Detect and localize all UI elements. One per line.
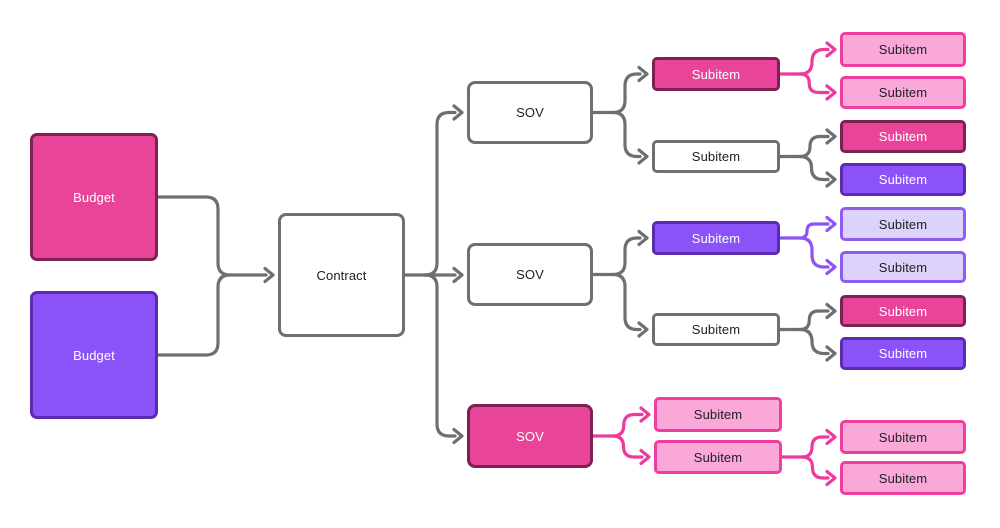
node-subitem-f[interactable]: Subitem bbox=[654, 440, 782, 474]
connector-path bbox=[798, 222, 830, 240]
node-label: Subitem bbox=[878, 42, 928, 57]
node-label: Subitem bbox=[878, 216, 928, 232]
node-subitem-d[interactable]: Subitem bbox=[652, 313, 780, 346]
connector-path bbox=[611, 272, 642, 332]
connector-path bbox=[825, 302, 837, 320]
node-label: Contract bbox=[316, 267, 367, 283]
connector-path bbox=[825, 171, 837, 188]
node-subitem-c[interactable]: Subitem bbox=[652, 221, 780, 255]
connector-path bbox=[423, 273, 457, 438]
node-subitem-a[interactable]: Subitem bbox=[652, 57, 780, 91]
node-leaf-7[interactable]: Subitem bbox=[840, 295, 966, 327]
connector-path bbox=[825, 428, 837, 446]
node-label: Subitem bbox=[878, 303, 928, 319]
node-sov-2[interactable]: SOV bbox=[467, 243, 593, 306]
connector-path bbox=[825, 128, 837, 145]
connector-path bbox=[263, 266, 275, 284]
connector-path bbox=[800, 435, 830, 459]
node-label: Subitem bbox=[691, 149, 741, 164]
node-leaf-10[interactable]: Subitem bbox=[840, 461, 966, 495]
node-label: Subitem bbox=[878, 346, 928, 361]
node-leaf-4[interactable]: Subitem bbox=[840, 163, 966, 196]
connector-path bbox=[452, 104, 464, 121]
connector-path bbox=[452, 266, 464, 284]
connector-path bbox=[798, 72, 830, 95]
node-budget-purple[interactable]: Budget bbox=[30, 291, 158, 419]
node-label: Budget bbox=[73, 189, 115, 205]
connector-path bbox=[798, 309, 830, 332]
connector-path bbox=[611, 110, 642, 159]
node-label: Budget bbox=[73, 347, 115, 363]
node-label: SOV bbox=[516, 267, 544, 282]
node-label: Subitem bbox=[878, 172, 928, 187]
connector-path bbox=[798, 134, 830, 159]
node-leaf-1[interactable]: Subitem bbox=[840, 32, 966, 67]
node-label: Subitem bbox=[691, 230, 741, 246]
connector-path bbox=[825, 258, 837, 276]
node-label: Subitem bbox=[878, 85, 928, 100]
connector-path bbox=[798, 154, 830, 182]
connector-path bbox=[825, 345, 837, 362]
connector-path bbox=[611, 434, 644, 459]
node-leaf-9[interactable]: Subitem bbox=[840, 420, 966, 454]
connector-path bbox=[637, 321, 649, 338]
node-sov-1[interactable]: SOV bbox=[467, 81, 593, 144]
connector-path bbox=[423, 110, 457, 277]
node-label: Subitem bbox=[878, 259, 928, 275]
connector-path bbox=[637, 229, 649, 247]
connector-path bbox=[637, 65, 649, 83]
connector-path bbox=[825, 469, 837, 487]
node-label: Subitem bbox=[691, 66, 741, 82]
connector-path bbox=[637, 148, 649, 165]
node-label: Subitem bbox=[878, 129, 928, 144]
node-leaf-6[interactable]: Subitem bbox=[840, 251, 966, 283]
connector-path bbox=[800, 455, 830, 480]
connector-path bbox=[611, 72, 642, 115]
node-subitem-b[interactable]: Subitem bbox=[652, 140, 780, 173]
node-label: Subitem bbox=[691, 322, 741, 337]
connector-path bbox=[611, 236, 642, 277]
node-subitem-e[interactable]: Subitem bbox=[654, 397, 782, 432]
connector-path bbox=[639, 448, 651, 466]
connector-path bbox=[452, 427, 464, 445]
connector-path bbox=[825, 215, 837, 233]
node-label: Subitem bbox=[693, 449, 743, 465]
connector-path bbox=[798, 236, 830, 269]
node-leaf-3[interactable]: Subitem bbox=[840, 120, 966, 153]
node-leaf-2[interactable]: Subitem bbox=[840, 76, 966, 109]
node-leaf-8[interactable]: Subitem bbox=[840, 337, 966, 370]
node-label: SOV bbox=[516, 428, 544, 444]
connector-path bbox=[825, 41, 837, 58]
connector-path bbox=[798, 47, 830, 76]
node-contract[interactable]: Contract bbox=[278, 213, 405, 337]
connector-path bbox=[611, 412, 644, 438]
connector-path bbox=[156, 273, 232, 357]
connector-path bbox=[156, 195, 232, 277]
connector-path bbox=[825, 84, 837, 101]
node-label: Subitem bbox=[693, 407, 743, 422]
connector-path bbox=[798, 327, 830, 356]
connector-path bbox=[639, 406, 651, 423]
node-label: Subitem bbox=[878, 429, 928, 445]
node-sov-3[interactable]: SOV bbox=[467, 404, 593, 468]
node-budget-magenta[interactable]: Budget bbox=[30, 133, 158, 261]
node-leaf-5[interactable]: Subitem bbox=[840, 207, 966, 241]
node-label: SOV bbox=[516, 105, 544, 120]
node-label: Subitem bbox=[878, 470, 928, 486]
